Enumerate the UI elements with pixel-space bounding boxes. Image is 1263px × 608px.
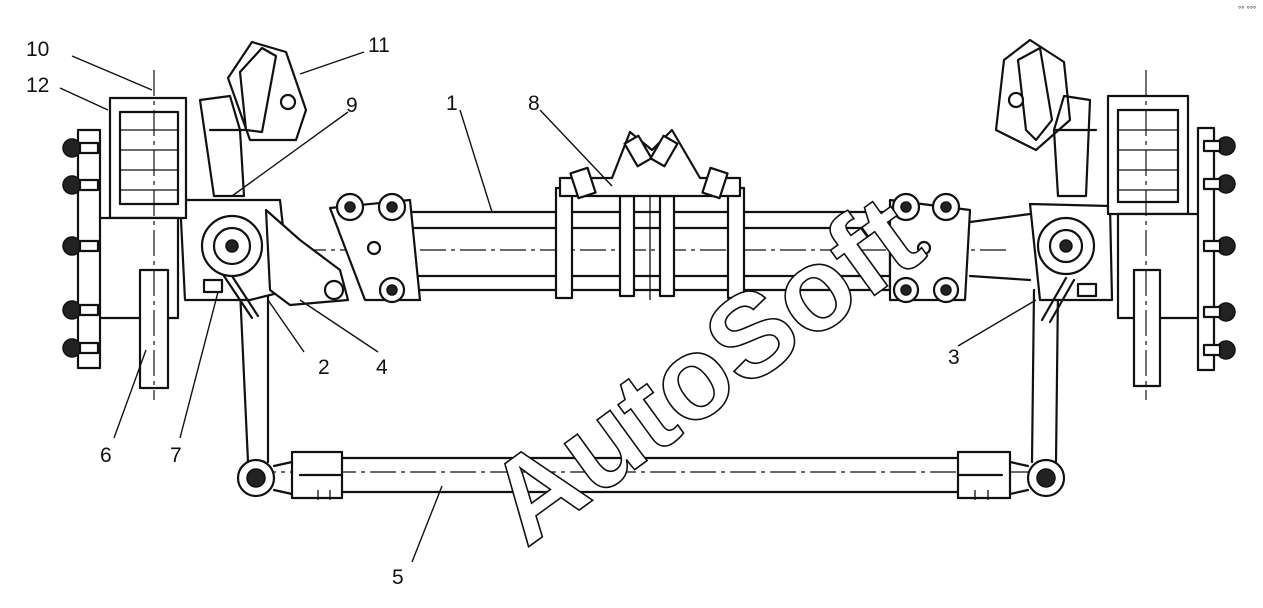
label-1: 1	[446, 92, 458, 115]
right-knuckle	[968, 38, 1236, 400]
label-9: 9	[346, 94, 358, 117]
label-8: 8	[528, 92, 540, 115]
leader-lines	[59, 51, 1037, 563]
part-labels: 1 2 3 4 5 6 7 8 9 10 11 12	[26, 34, 960, 589]
center-bracket	[558, 128, 742, 200]
left-knuckle	[62, 40, 350, 400]
label-2: 2	[318, 356, 330, 379]
label-6: 6	[100, 444, 112, 467]
tie-rod	[236, 450, 1066, 500]
label-5: 5	[392, 566, 404, 589]
label-11: 11	[368, 34, 390, 57]
steering-arms	[238, 288, 1060, 464]
axle-beam	[300, 180, 1010, 304]
label-10: 10	[26, 38, 49, 61]
label-4: 4	[376, 356, 388, 379]
label-7: 7	[170, 444, 182, 467]
label-3: 3	[948, 346, 960, 369]
label-12: 12	[26, 74, 49, 97]
corner-mark: °° °°°	[1238, 5, 1256, 14]
